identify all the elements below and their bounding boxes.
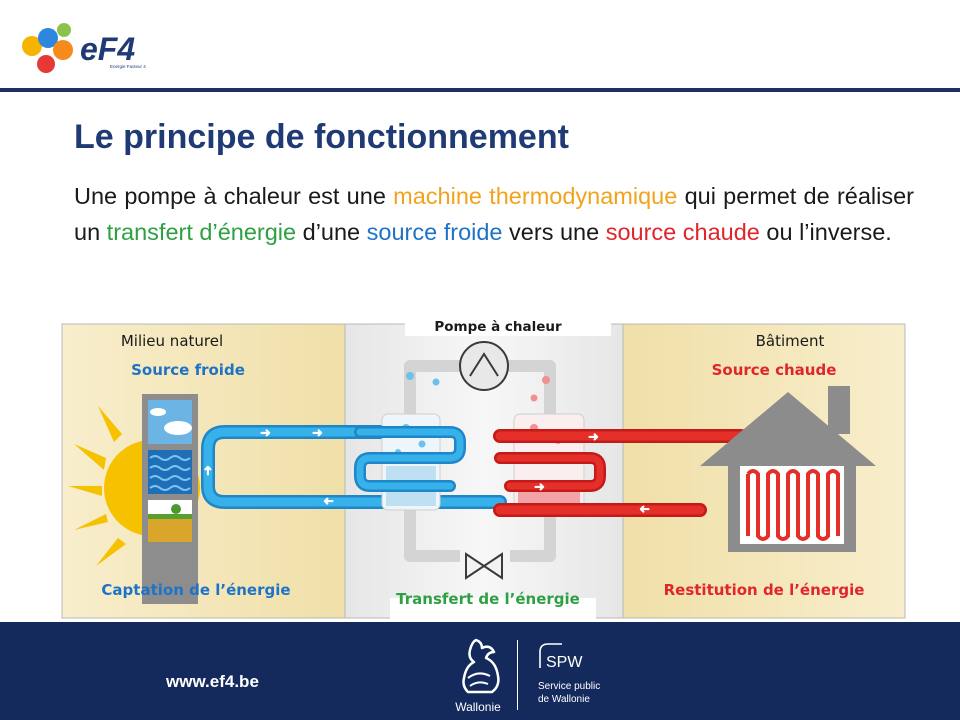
intro-text-4: vers une: [502, 219, 606, 245]
right-sub-label: Source chaude: [712, 361, 837, 379]
house-icon: [700, 386, 876, 552]
center-label-backdrop: [390, 598, 596, 620]
intro-text-2: qui permet de réaliser un: [74, 183, 914, 245]
intro-text-1: Une pompe à chaleur est une: [74, 183, 394, 209]
arrow-left-icon: ➜: [323, 494, 334, 509]
highlight-transfert: transfert d’énergie: [106, 219, 297, 245]
arrow-right-icon: ➜: [312, 425, 323, 440]
footer-divider: [517, 640, 518, 710]
right-top-label: Bâtiment: [756, 332, 825, 350]
header-rule: [0, 88, 960, 92]
spw-line-2: de Wallonie: [538, 694, 590, 705]
highlight-source-froide: source froide: [366, 219, 503, 245]
arrow-left-icon: ➜: [639, 502, 650, 517]
right-bottom-label: Restitution de l’énergie: [664, 581, 865, 599]
compressor-icon: [459, 341, 509, 391]
radiator-coil-icon: [746, 469, 840, 541]
left-top-label: Milieu naturel: [121, 332, 223, 350]
arrow-right-icon: ➜: [260, 425, 271, 440]
logo-dot-green: [57, 23, 71, 37]
highlight-source-chaude: source chaude: [605, 219, 760, 245]
arrow-right-icon: ➜: [588, 429, 599, 444]
left-bottom-label: Captation de l’énergie: [101, 581, 290, 599]
heat-pump-diagram: ➜ ➜ ➜ ➜: [61, 316, 906, 620]
footer-bar: [0, 622, 960, 720]
intro-paragraph: Une pompe à chaleur est une machine ther…: [74, 178, 914, 250]
arrow-up-icon: ➜: [200, 465, 215, 476]
arrow-right-icon: ➜: [534, 479, 545, 494]
ef4-logo: eF4 Energie Facteur 4: [22, 23, 146, 73]
spw-line-1: Service public: [538, 681, 601, 692]
logo-dot-yellow: [22, 36, 42, 56]
slide-title: Le principe de fonctionnement: [74, 118, 569, 156]
center-bottom-label: Transfert de l’énergie: [396, 590, 580, 608]
pump-title-backdrop: [405, 316, 611, 336]
logo-text: eF4: [80, 31, 135, 67]
logo-dot-blue: [38, 28, 58, 48]
environment-column: [142, 394, 198, 604]
spw-logo: SPW: [539, 643, 583, 671]
intro-text-3: d’une: [296, 219, 367, 245]
highlight-machine: machine thermodynamique: [393, 183, 678, 209]
logo-dot-red: [37, 55, 55, 73]
website-link[interactable]: www.ef4.be: [166, 672, 259, 691]
intro-text-5: ou l’inverse.: [759, 219, 892, 245]
logo-subtitle: Energie Facteur 4: [110, 64, 146, 69]
pump-title: Pompe à chaleur: [434, 319, 562, 335]
spw-logo-text: SPW: [546, 654, 583, 671]
left-sub-label: Source froide: [131, 361, 245, 379]
sky-icon: [148, 400, 192, 444]
rooster-emblem-icon: [462, 638, 500, 694]
logo-dot-orange: [53, 40, 73, 60]
spw-caption: Service public de Wallonie: [538, 680, 600, 706]
wallonie-label: Wallonie: [455, 700, 501, 714]
expansion-valve-icon: [465, 552, 486, 580]
